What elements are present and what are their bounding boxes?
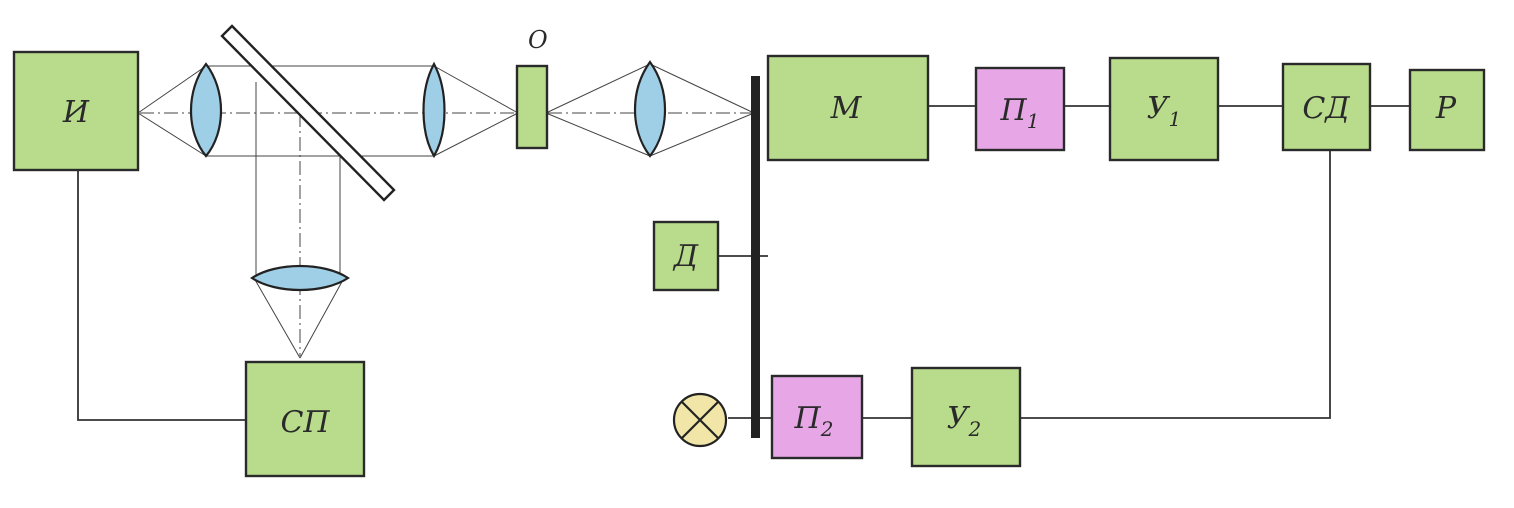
block-SP: СП bbox=[244, 360, 366, 478]
block-i-label: И bbox=[62, 95, 90, 130]
wire-source-to-spectrophotometer bbox=[77, 170, 246, 421]
lens-lower bbox=[250, 264, 350, 292]
object-label: О bbox=[528, 26, 548, 54]
block-p2-label: П2 bbox=[794, 401, 834, 441]
block-u1-label: У1 bbox=[1147, 91, 1181, 131]
beam-splitter-mirror bbox=[220, 24, 396, 202]
block-I: И bbox=[12, 50, 140, 172]
block-R: Р bbox=[1408, 68, 1486, 152]
block-U2: У2 bbox=[910, 366, 1022, 468]
object-sample bbox=[515, 64, 549, 150]
block-u2-label: У2 bbox=[947, 401, 981, 441]
block-sd-label: СД bbox=[1302, 91, 1350, 126]
lamp-icon bbox=[672, 392, 728, 448]
block-m-label: М bbox=[830, 91, 863, 126]
optical-rays bbox=[137, 63, 755, 359]
block-r-label: Р bbox=[1435, 91, 1457, 126]
block-d-label: Д bbox=[672, 239, 699, 274]
block-U1: У1 bbox=[1108, 56, 1220, 162]
block-sp-label: СП bbox=[280, 405, 330, 440]
lens-3 bbox=[634, 60, 666, 158]
block-SD: СД bbox=[1281, 62, 1372, 152]
lens-2 bbox=[422, 61, 446, 159]
block-D: Д bbox=[652, 220, 720, 292]
wire-sd-to-u2 bbox=[1020, 150, 1331, 419]
lens-1 bbox=[190, 62, 222, 158]
block-M: М bbox=[766, 54, 930, 162]
modulator-disk bbox=[751, 76, 760, 438]
block-P2: П2 bbox=[770, 374, 864, 460]
wires bbox=[77, 105, 1410, 421]
block-P1: П1 bbox=[974, 66, 1066, 152]
block-p1-label: П1 bbox=[1000, 93, 1040, 133]
lenses bbox=[190, 60, 666, 292]
